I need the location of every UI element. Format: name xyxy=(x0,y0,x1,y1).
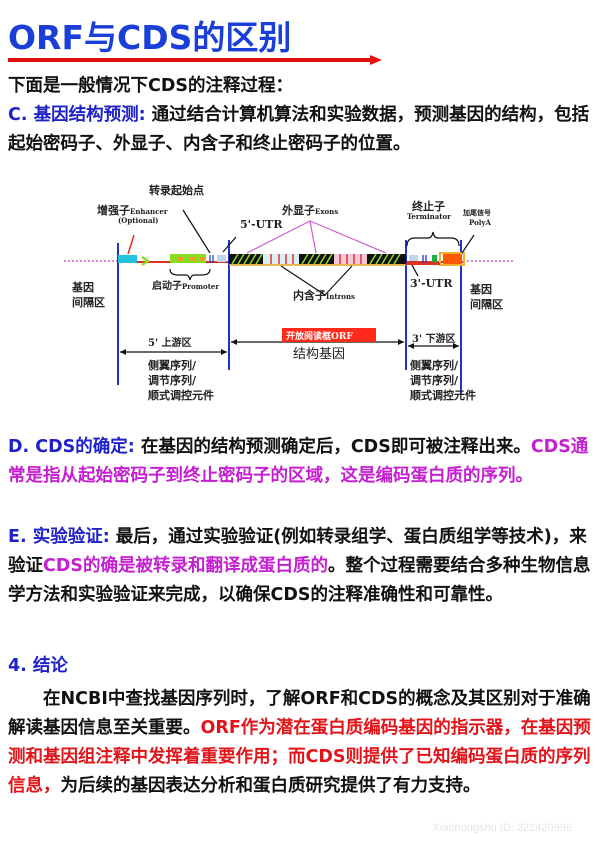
section-e: E. 实验验证: 最后，通过实验验证(例如转录组学、蛋白质组学等技术)，来验证C… xyxy=(8,523,598,610)
conclusion-text-2: 为后续的基因表达分析和蛋白质研究提供了有力支持。 xyxy=(60,776,481,796)
gene-structure-diagram: 转录起始点 增强子Enhancer (Optional) 5'-UTR 外显子E… xyxy=(60,180,520,410)
exons-label: 外显子Exons xyxy=(282,202,338,218)
watermark: Xiaohongshu ID: 322420996 xyxy=(432,822,572,834)
intro-text: 下面是一般情况下CDS的注释过程： xyxy=(8,76,293,96)
section-c-text: 通过结合计算机算法和实验数据，预测基因的结构，包括起始密码子、外显子、内含子和终… xyxy=(8,105,590,154)
enhancer-en: Enhancer xyxy=(130,207,168,216)
section-d-text: 在基因的结构预测确定后，CDS即可被注释出来。 xyxy=(134,437,531,457)
section-e-text-1: 最后，通过实验验证(例如转录组学、蛋白质组学等技术)，来验证 xyxy=(8,527,587,576)
utr5-label: 5'-UTR xyxy=(240,218,283,231)
upstream-label: 5' 上游区 xyxy=(148,338,192,349)
introns-label: 内含子Introns xyxy=(293,287,355,303)
section-e-highlight: CDS的确是被转录和翻译成蛋白质的 xyxy=(43,556,328,576)
title-underline xyxy=(8,58,373,62)
structural-gene-label: 结构基因 xyxy=(293,347,346,362)
promoter-cn: 启动子 xyxy=(152,281,182,292)
section-d: D. CDS的确定: 在基因的结构预测确定后，CDS即可被注释出来。CDS通常是… xyxy=(8,433,598,491)
downstream-label: 3' 下游区 xyxy=(412,334,456,345)
section-c-label: C. 基因结构预测: xyxy=(8,105,146,125)
tss-label: 转录起始点 xyxy=(149,184,204,197)
conclusion-body: 在NCBI中查找基因序列时，了解ORF和CDS的概念及其区别对于准确解读基因信息… xyxy=(8,685,598,801)
section-c: C. 基因结构预测: 通过结合计算机算法和实验数据，预测基因的结构，包括起始密码… xyxy=(8,101,598,159)
section-d-label: D. CDS的确定: xyxy=(8,437,135,457)
orf-label: 开放阅读框ORF xyxy=(286,332,353,342)
terminator-label: 终止子 xyxy=(412,200,445,213)
conclusion-text-1: 在NCBI中查找基因序列时，了解ORF和CDS的概念及其区别对于准确解读基因信息… xyxy=(8,689,591,738)
conclusion-heading: 4. 结论 xyxy=(8,656,68,676)
flanking-right-label: 侧翼序列/ 调节序列/ 顺式调控元件 xyxy=(410,359,476,402)
intergenic-left-label: 基因 间隔区 xyxy=(72,281,105,309)
enhancer-label: 增强子Enhancer xyxy=(97,202,168,218)
conclusion-highlight: ORF作为潜在蛋白质编码基因的指示器，在基因预测和基因组注释中发挥着重要作用；而… xyxy=(8,718,591,796)
exons-en: Exons xyxy=(315,207,339,216)
polya-en: PolyA xyxy=(469,218,491,227)
enhancer-optional: (Optional) xyxy=(118,216,159,225)
promoter-label: 启动子Promoter xyxy=(152,277,219,292)
utr3-label: 3'-UTR xyxy=(410,277,453,290)
enhancer-cn: 增强子 xyxy=(97,204,130,217)
polya-cn: 加尾信号 xyxy=(463,208,491,217)
section-e-label: E. 实验验证: xyxy=(8,527,110,547)
promoter-en: Promoter xyxy=(182,282,220,291)
gene-diagram-graphic xyxy=(64,209,515,395)
flanking-left-label: 侧翼序列/ 调节序列/ 顺式调控元件 xyxy=(148,359,214,402)
page-title: ORF与CDS的区别 xyxy=(8,18,292,57)
introns-cn: 内含子 xyxy=(293,289,326,302)
section-d-highlight: CDS通常是指从起始密码子到终止密码子的区域，这是编码蛋白质的序列。 xyxy=(8,437,589,486)
exons-cn: 外显子 xyxy=(282,204,315,217)
terminator-en: Terminator xyxy=(407,212,451,221)
intergenic-right-label: 基因 间隔区 xyxy=(470,283,503,311)
section-e-text-2: 。整个过程需要结合多种生物信息学方法和实验验证来完成，以确保CDS的注释准确性和… xyxy=(8,556,591,605)
arrow-head-icon xyxy=(370,55,382,65)
introns-en: Introns xyxy=(326,292,355,301)
